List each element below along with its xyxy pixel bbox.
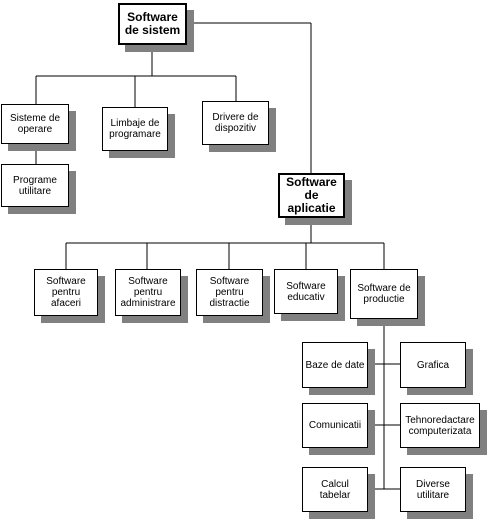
node-software-de-productie[interactable]: Software de productie: [350, 269, 418, 319]
node-limbaje-de-programare[interactable]: Limbaje de programare: [102, 107, 168, 151]
node-grafica[interactable]: Grafica: [400, 342, 466, 388]
node-software-de-aplicatie[interactable]: Software de aplicatie: [278, 173, 345, 218]
node-software-pentru-administrare[interactable]: Software pentru administrare: [115, 269, 181, 316]
node-software-de-sistem[interactable]: Software de sistem: [118, 3, 187, 45]
node-tehnoredactare-computerizata[interactable]: Tehnoredactare computerizata: [400, 403, 480, 448]
node-software-pentru-afaceri[interactable]: Software pentru afaceri: [34, 269, 98, 316]
node-diverse-utilitare[interactable]: Diverse utilitare: [400, 467, 466, 512]
node-calcul-tabelar[interactable]: Calcul tabelar: [302, 467, 368, 512]
node-comunicatii[interactable]: Comunicatii: [302, 403, 368, 448]
node-sisteme-de-operare[interactable]: Sisteme de operare: [1, 104, 69, 144]
node-software-educativ[interactable]: Software educativ: [274, 269, 338, 314]
node-programe-utilitare[interactable]: Programe utilitare: [1, 164, 69, 207]
node-drivere-de-dispozitiv[interactable]: Drivere de dispozitiv: [202, 101, 269, 145]
node-baze-de-date[interactable]: Baze de date: [302, 342, 368, 388]
node-software-pentru-distractie[interactable]: Software pentru distractie: [196, 269, 263, 316]
